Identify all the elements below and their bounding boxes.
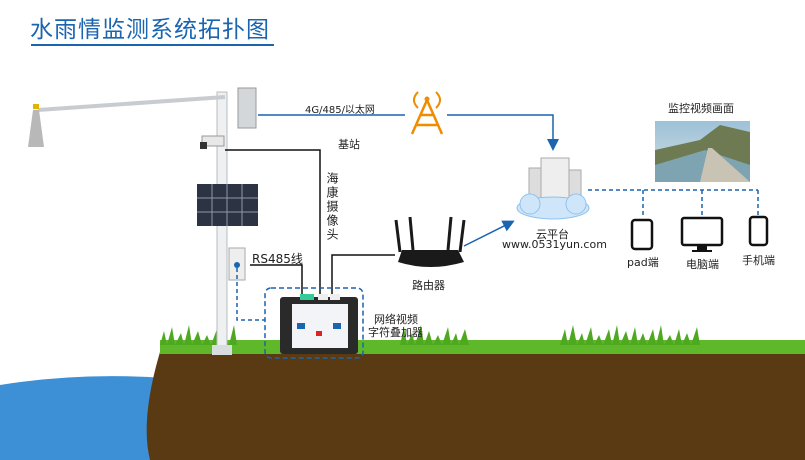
radar-level-sensor xyxy=(28,104,44,147)
video-label: 监控视频画面 xyxy=(668,102,734,115)
water xyxy=(0,376,165,460)
overlay-device xyxy=(280,294,358,354)
arm xyxy=(37,95,226,112)
page-title: 水雨情监测系统拓扑图 xyxy=(30,17,270,43)
pc-label: 电脑端 xyxy=(686,258,719,271)
grass xyxy=(160,325,805,354)
overlay-label-2: 字符叠加器 xyxy=(368,326,423,339)
network-label: 4G/485/以太网 xyxy=(305,105,375,116)
cloud-label: 云平台 xyxy=(536,228,569,241)
ground xyxy=(146,352,805,460)
overlay-label-1: 网络视频 xyxy=(374,313,418,326)
phone-icon xyxy=(748,215,769,247)
base-station-icon xyxy=(410,91,444,135)
overlay-device-outline xyxy=(264,287,364,359)
camera-label: 海康摄像头 xyxy=(325,172,339,242)
phone-label: 手机端 xyxy=(742,254,775,267)
monitor-icon xyxy=(680,216,724,252)
pad-icon xyxy=(630,218,654,251)
cloud-server-icon xyxy=(516,157,590,220)
camera xyxy=(200,135,225,149)
rain-gauge xyxy=(237,87,257,129)
base-station-label: 基站 xyxy=(338,138,360,151)
rs485-label: RS485线 xyxy=(252,252,303,266)
solar-panel xyxy=(197,184,258,226)
router-label: 路由器 xyxy=(412,279,445,292)
title-underline xyxy=(31,44,274,46)
pad-label: pad端 xyxy=(627,256,659,269)
cloud-url: www.0531yun.com xyxy=(502,238,607,251)
video-thumbnail xyxy=(655,121,750,182)
router-icon xyxy=(394,216,466,267)
